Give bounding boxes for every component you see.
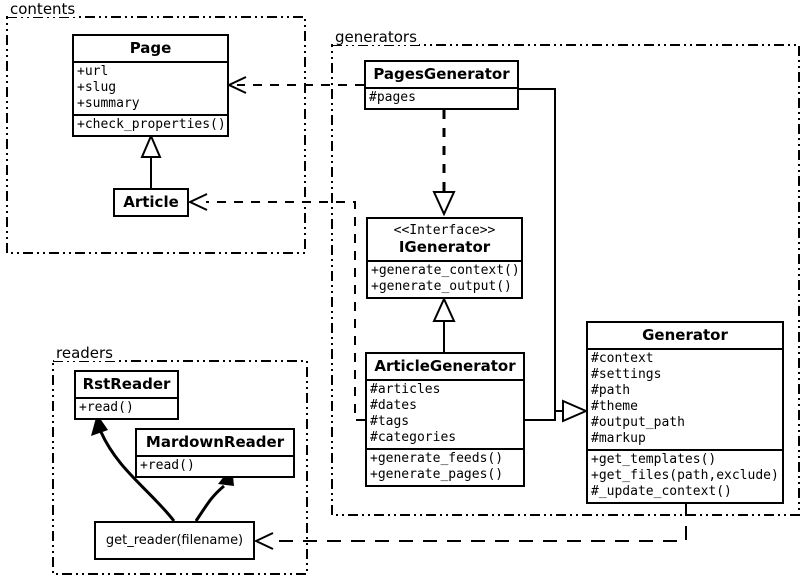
attribute-item: #pages (369, 90, 416, 105)
class-box-rst-reader[interactable]: RstReader +read() (74, 370, 179, 420)
class-box-mardown-reader[interactable]: MardownReader +read() (135, 428, 295, 478)
method-item: +generate_feeds() (370, 451, 504, 466)
attribute-item: #dates (370, 398, 417, 413)
method-item: +check_properties() (77, 117, 226, 132)
class-title-pages-generator: PagesGenerator (373, 65, 510, 83)
method-item: +read() (79, 400, 134, 415)
class-title-mardown-reader: MardownReader (145, 433, 285, 451)
class-methods-generator: +get_templates() +get_files(path,exclude… (588, 449, 782, 502)
class-box-article[interactable]: Article (113, 188, 189, 217)
relation-pages-generator-inherits-generator (519, 88, 556, 411)
attribute-item: +slug (77, 80, 117, 95)
method-item: +generate_context() (371, 263, 520, 278)
function-box-get-reader[interactable]: get_reader(filename) (94, 521, 255, 560)
package-frame-generators (331, 44, 800, 516)
class-box-generator[interactable]: Generator #context #settings #path #them… (586, 321, 784, 504)
relation-generator-uses-get-reader (253, 502, 687, 550)
class-attributes-pages-generator: #pages (366, 87, 517, 108)
class-attributes-article-generator: #articles #dates #tags #categories (367, 379, 523, 448)
package-label-readers: readers (54, 344, 115, 362)
attribute-item: #tags (370, 414, 410, 429)
class-title-article: Article (123, 193, 179, 211)
class-box-igenerator[interactable]: <<Interface>> IGenerator +generate_conte… (366, 217, 523, 299)
package-frame-readers (52, 360, 308, 575)
class-methods-igenerator: +generate_context() +generate_output() (368, 260, 521, 297)
attribute-item: #context (591, 351, 654, 366)
method-item: +generate_pages() (370, 467, 504, 482)
class-title-igenerator: <<Interface>> IGenerator (368, 219, 521, 260)
attribute-item: #theme (591, 399, 638, 414)
attribute-item: #articles (370, 382, 441, 397)
relation-pages-generator-realizes-igenerator (432, 110, 456, 217)
class-title-generator: Generator (642, 326, 728, 344)
attribute-item: #categories (370, 430, 457, 445)
class-attributes-page: +url +slug +summary (74, 61, 227, 114)
class-methods-rst-reader: +read() (76, 397, 177, 418)
package-label-generators: generators (333, 28, 419, 46)
class-methods-article-generator: +generate_feeds() +generate_pages() (367, 448, 523, 485)
method-item: +generate_output() (371, 279, 512, 294)
relation-article-generator-inherits-generator (525, 399, 589, 423)
attribute-item: #settings (591, 367, 662, 382)
class-title-page: Page (129, 39, 172, 57)
method-item: +get_files(path,exclude) (591, 468, 779, 483)
attribute-item: #markup (591, 431, 646, 446)
method-item: +read() (140, 458, 195, 473)
relation-article-inherits-page (140, 133, 162, 188)
method-item: #_update_context() (591, 484, 732, 499)
attribute-item: #path (591, 383, 631, 398)
class-methods-page: +check_properties() (74, 114, 227, 135)
relation-get-reader-returns-rst-reader (91, 414, 176, 522)
attribute-item: #output_path (591, 415, 685, 430)
class-title-text: IGenerator (398, 238, 491, 256)
class-box-article-generator[interactable]: ArticleGenerator #articles #dates #tags … (365, 352, 525, 487)
class-attributes-generator: #context #settings #path #theme #output_… (588, 348, 782, 449)
relation-article-generator-uses-article (187, 193, 365, 421)
package-label-contents: contents (8, 0, 78, 18)
class-title-article-generator: ArticleGenerator (374, 357, 516, 375)
method-item: +get_templates() (591, 452, 717, 467)
attribute-item: +url (77, 64, 109, 79)
class-title-rst-reader: RstReader (82, 375, 171, 393)
attribute-item: +summary (77, 96, 140, 111)
class-methods-mardown-reader: +read() (137, 455, 293, 476)
package-frame-contents (6, 16, 306, 254)
class-box-pages-generator[interactable]: PagesGenerator #pages (364, 60, 519, 110)
class-stereotype-igenerator: <<Interface>> (393, 223, 496, 238)
relation-article-generator-inherits-igenerator (432, 296, 456, 352)
relation-pages-generator-uses-page (226, 76, 364, 94)
class-box-page[interactable]: Page +url +slug +summary +check_properti… (72, 34, 229, 137)
